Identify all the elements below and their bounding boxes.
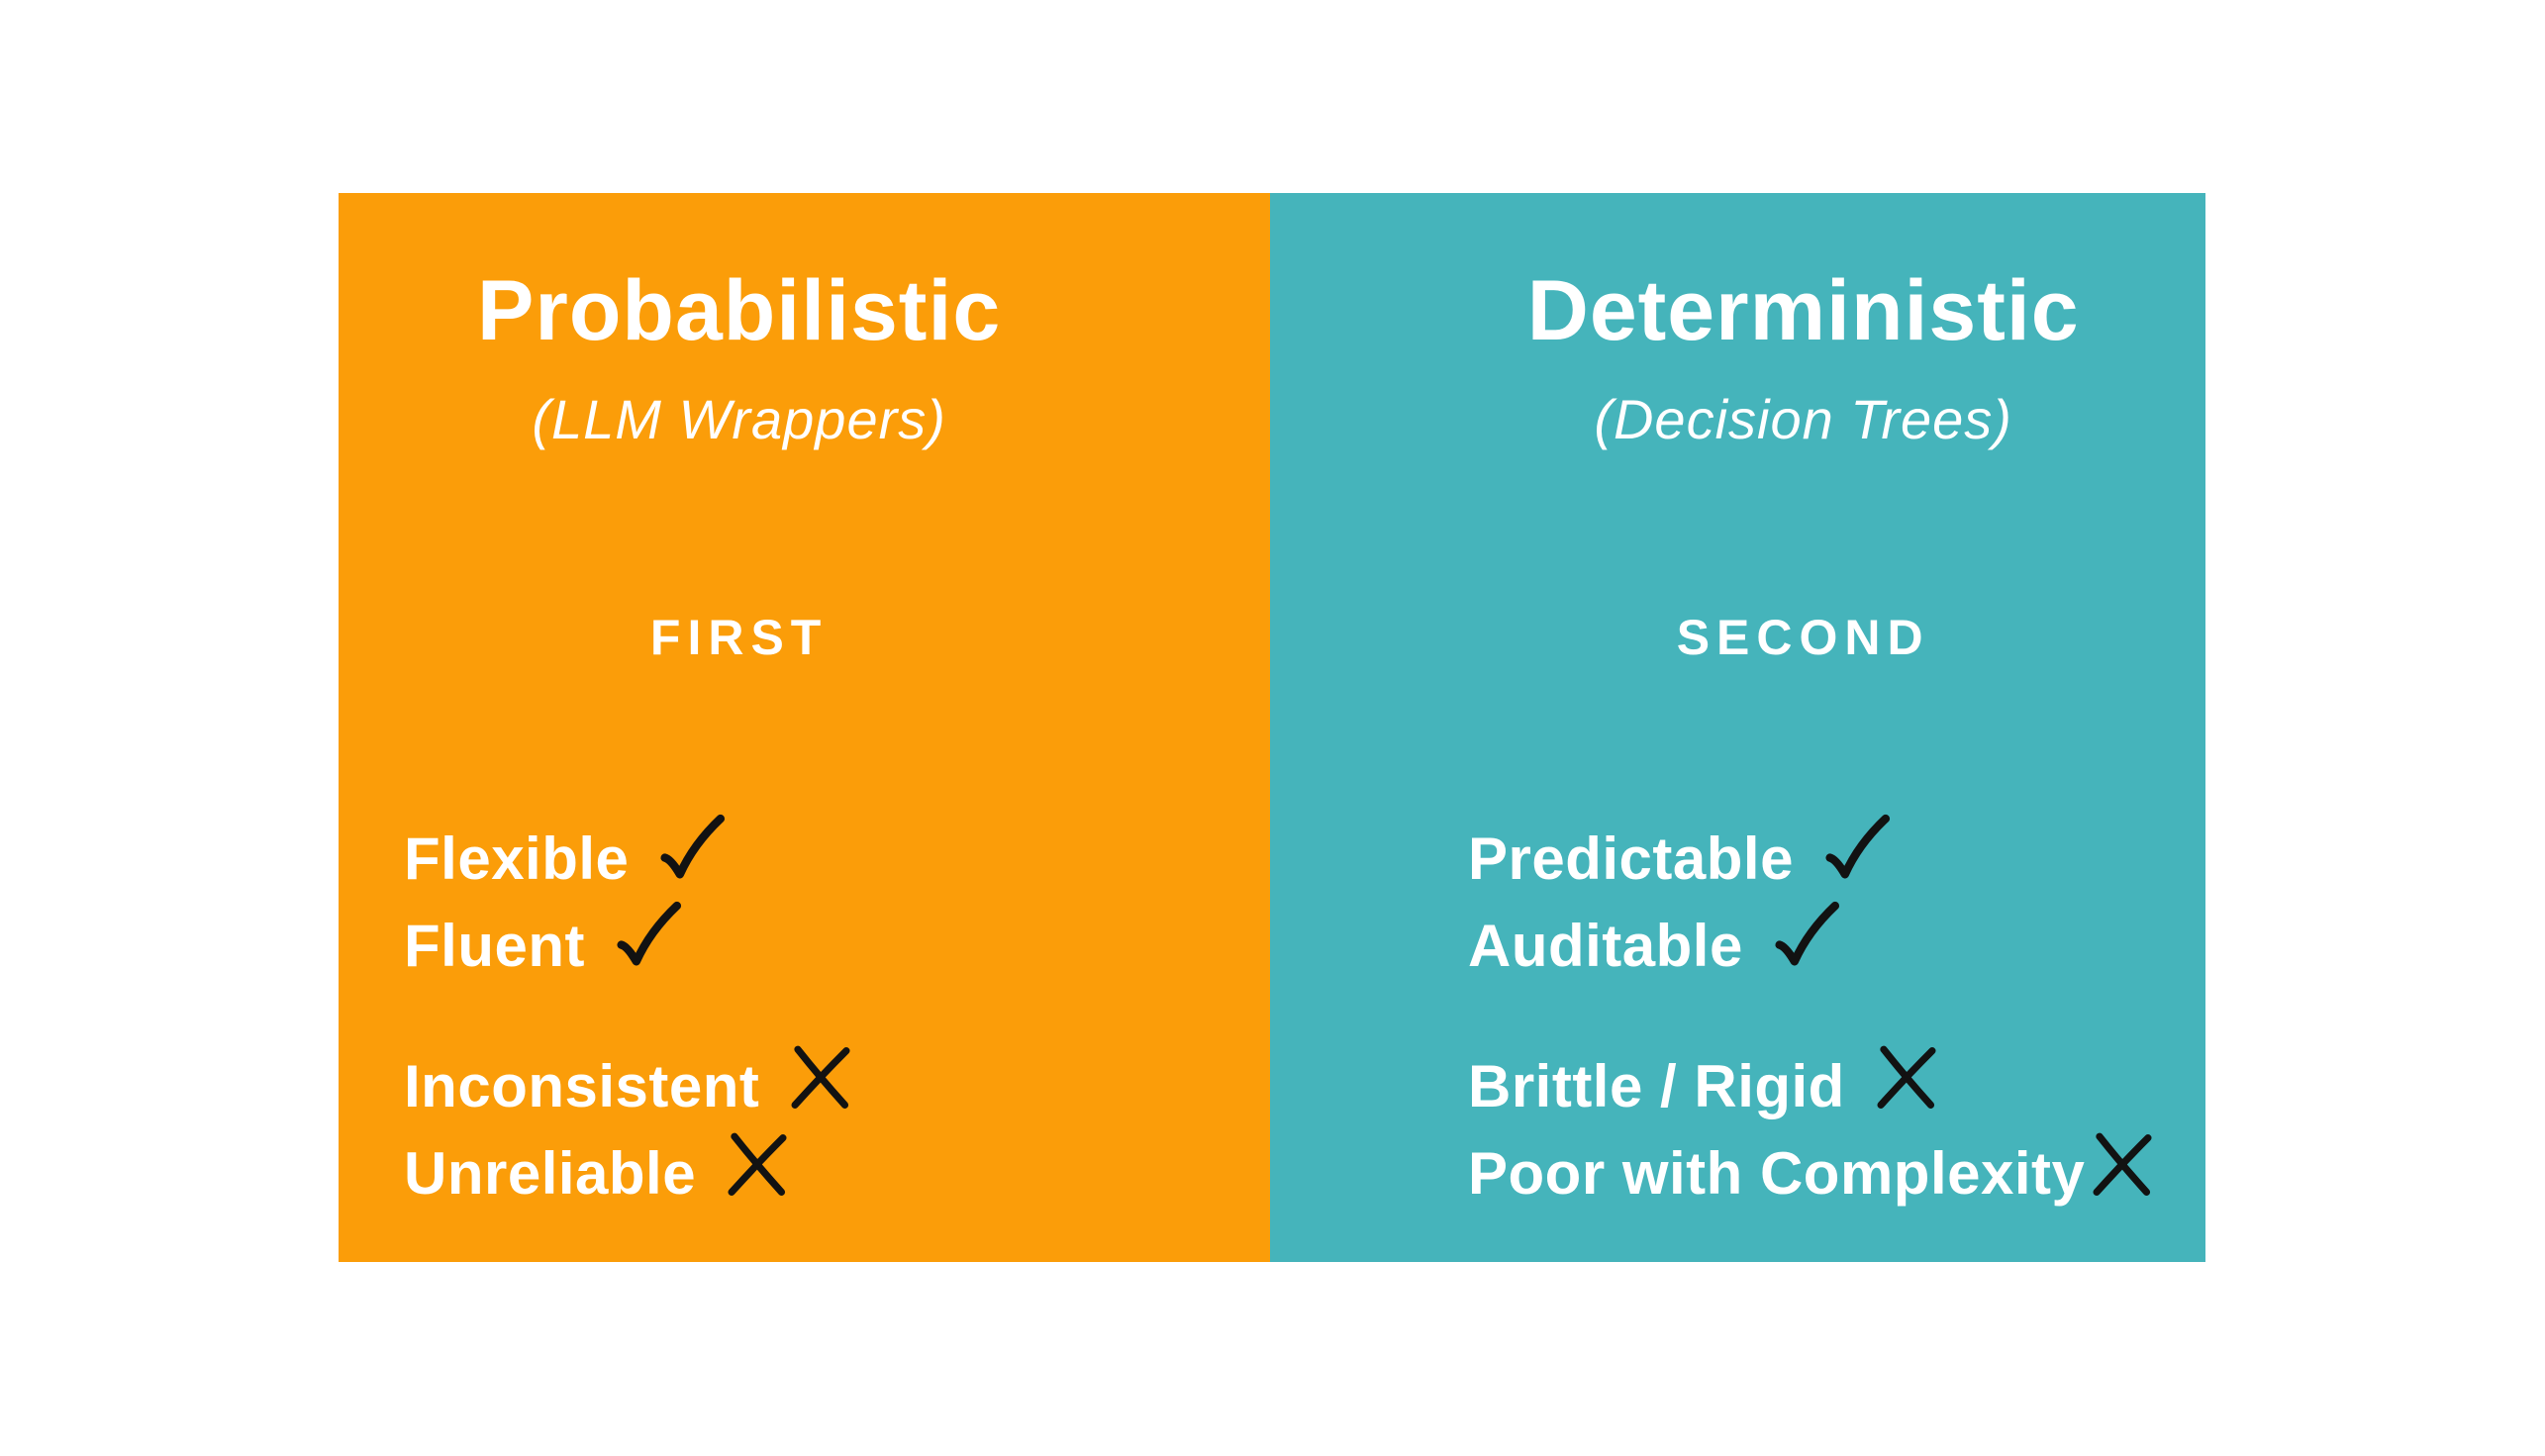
cross-icon (728, 1132, 787, 1196)
panel-subtitle: (Decision Trees) (1594, 388, 2012, 450)
item-label: Poor with Complexity (1468, 1139, 2086, 1207)
item-label: Auditable (1468, 912, 1743, 979)
list-item: Poor with Complexity (1468, 1129, 2158, 1216)
item-label: Brittle / Rigid (1468, 1052, 1845, 1119)
list-item: Inconsistent (404, 1042, 856, 1129)
panel-title: Probabilistic (477, 263, 1002, 358)
check-icon (1825, 814, 1891, 879)
list-item: Brittle / Rigid (1468, 1042, 2158, 1129)
item-mark (1871, 1041, 1942, 1115)
item-label: Fluent (404, 912, 585, 979)
panel-title: Deterministic (1526, 263, 2080, 358)
check-icon (1775, 901, 1839, 966)
check-icon (617, 901, 682, 966)
panel-probabilistic: Probabilistic (LLM Wrappers) FIRST Flexi… (339, 193, 1270, 1262)
item-label: Flexible (404, 825, 630, 892)
item-mark (785, 1041, 856, 1115)
item-label: Predictable (1468, 825, 1794, 892)
cross-icon (791, 1045, 850, 1109)
cons-list: Brittle / Rigid Poor with Complexity (1468, 1042, 2158, 1216)
item-mark (1819, 812, 1895, 889)
pros-list: Predictable Auditable (1468, 812, 1895, 989)
item-mark (722, 1128, 793, 1202)
panel-deterministic: Deterministic (Decision Trees) SECOND Pr… (1270, 193, 2205, 1262)
item-mark (1769, 899, 1844, 976)
check-icon (660, 814, 726, 879)
order-label: FIRST (649, 610, 829, 665)
cross-icon (2093, 1132, 2152, 1196)
list-item: Unreliable (404, 1129, 856, 1216)
list-item: Fluent (404, 899, 730, 989)
list-item: Flexible (404, 812, 730, 902)
item-label: Unreliable (404, 1139, 697, 1207)
cross-icon (1877, 1045, 1936, 1109)
list-item: Predictable (1468, 812, 1895, 902)
item-mark (654, 812, 730, 889)
item-mark (611, 899, 686, 976)
panel-subtitle: (LLM Wrappers) (532, 388, 946, 450)
item-label: Inconsistent (404, 1052, 760, 1119)
pros-list: Flexible Fluent (404, 812, 730, 989)
list-item: Auditable (1468, 899, 1895, 989)
cons-list: Inconsistent Unreliable (404, 1042, 856, 1216)
item-mark (2087, 1128, 2158, 1202)
order-label: SECOND (1676, 610, 1930, 665)
